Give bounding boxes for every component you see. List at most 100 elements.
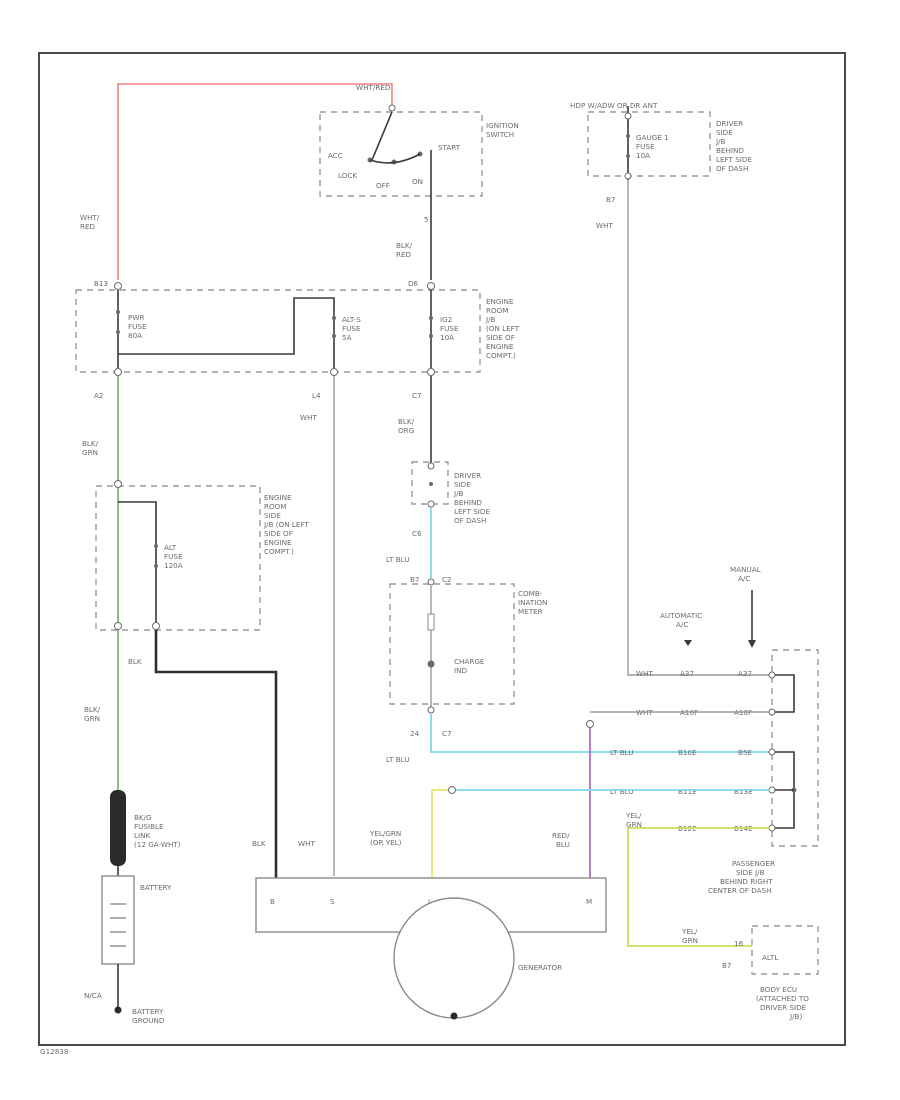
generator-ground [450, 1012, 458, 1020]
passenger-jb-pin-1 [768, 671, 776, 679]
ignition-switch-box [319, 111, 483, 197]
wht-red-left-label: WHT/RED [80, 213, 100, 231]
alt-fuse-element-2 [154, 564, 158, 568]
pin-c6-label: C6 [412, 529, 422, 538]
ignition-top-pin-label: WHT/RED [356, 83, 391, 92]
lt-blu-3-label: LT BLU [610, 748, 634, 757]
acc-label: ACC [328, 151, 343, 160]
charge-ind-lamp [427, 660, 435, 668]
gauge-fuse-element-1 [626, 134, 630, 138]
pin-b13-node [114, 282, 122, 290]
battery-label: BATTERY [140, 883, 172, 892]
blk-grn-2-label: BLK/GRN [84, 705, 101, 723]
yel-grn-label: YEL/GRN [625, 811, 642, 829]
gen-m-label: M [586, 897, 592, 906]
pin-b7-bot-label: B7 [722, 961, 732, 970]
engine-jb2-box [95, 485, 261, 631]
fuse-alts-element-1 [332, 316, 336, 320]
pin-24-label: 24 [410, 729, 420, 738]
fuse-ig2-element-2 [429, 334, 433, 338]
passenger-jb-loop-1 [775, 674, 795, 713]
passenger-jb-box [771, 649, 819, 847]
yel-grn-splice [448, 786, 456, 794]
start-label: START [438, 143, 461, 152]
yel-grn-or-yel-wire [431, 789, 448, 880]
meter-node-top [427, 578, 435, 586]
pin-l4-label: L4 [312, 391, 321, 400]
gauge-fuse-node-top [624, 112, 632, 120]
yel-grn-or-yel-label: YEL/GRN(OR YEL) [369, 829, 402, 847]
pin-l4-node [330, 368, 338, 376]
wht-row1-label: WHT [636, 669, 654, 678]
red-blu-splice [586, 720, 594, 728]
pin-d6-label: D6 [408, 279, 419, 288]
fuse-80a-element-1 [116, 310, 120, 314]
pin-16-label: 16 [734, 939, 744, 948]
pin-a37-1-label: A37 [680, 669, 694, 678]
driver-jb-mid-node-3 [427, 500, 435, 508]
alt-fuse-element-1 [154, 544, 158, 548]
pin-b10e-label: B10E [678, 748, 697, 757]
blk-gen-wire [154, 630, 278, 880]
wht-top-right-label: WHT [596, 221, 614, 230]
ignition-top-pin [388, 104, 396, 112]
engine-jb2-node-right [152, 622, 160, 630]
automatic-ac-arrowhead [684, 640, 692, 646]
combination-meter-box [389, 583, 515, 705]
pin-a2-node [114, 368, 122, 376]
gen-s-label: S [330, 897, 335, 906]
generator-label: GENERATOR [518, 963, 562, 972]
blk-org-label: BLK/ORG [398, 417, 415, 435]
manual-ac-arrowhead [748, 640, 756, 648]
gauge-fuse-node-bot [624, 172, 632, 180]
pin-c2-label: C2 [442, 575, 452, 584]
lt-blu-2-label: LT BLU [386, 755, 410, 764]
gauge-fuse-element-2 [626, 154, 630, 158]
red-blu-label: RED/BLU [552, 831, 570, 849]
fuse-80a-bridge [118, 297, 335, 372]
pin-b7-mid-label: B7 [410, 575, 420, 584]
wht-mid-label: WHT [300, 413, 318, 422]
yel-grn-ecu-wire [627, 827, 770, 947]
pin-b11e-label: B11E [678, 787, 697, 796]
generator-body [393, 897, 515, 1019]
blk-label: BLK [128, 657, 142, 666]
passenger-jb-pin-3 [768, 748, 776, 756]
ignition-switch-arc [369, 153, 421, 164]
pin-c7b-label: C7 [442, 729, 452, 738]
pin-b7-top-label: B7 [606, 195, 616, 204]
engine-jb2-node-top [114, 480, 122, 488]
yel-grn-2-label: YEL/GRN [681, 927, 698, 945]
altl-label: ALTL [762, 953, 778, 962]
blk-grn-1-label: BLK/GRN [82, 439, 99, 457]
fuse-80a-element-2 [116, 330, 120, 334]
pin-b13-label: B13 [94, 279, 108, 288]
meter-node-bot [427, 706, 435, 714]
alt-fuse-branch [118, 501, 157, 626]
footer-code: G12838 [40, 1047, 69, 1056]
diagram-frame [38, 52, 846, 1046]
fusible-link [110, 790, 126, 866]
lt-blu-4-label: LT BLU [610, 787, 634, 796]
pin-b5e-label: B5E [738, 748, 753, 757]
pin-b13e-label: B13E [734, 787, 753, 796]
battery-symbol [101, 875, 135, 965]
lt-blu-wire-2 [430, 714, 770, 753]
pin-5-label: 5 [424, 215, 429, 224]
blk-red-label: BLK/RED [396, 241, 413, 259]
wht-gen-label: WHT [298, 839, 316, 848]
